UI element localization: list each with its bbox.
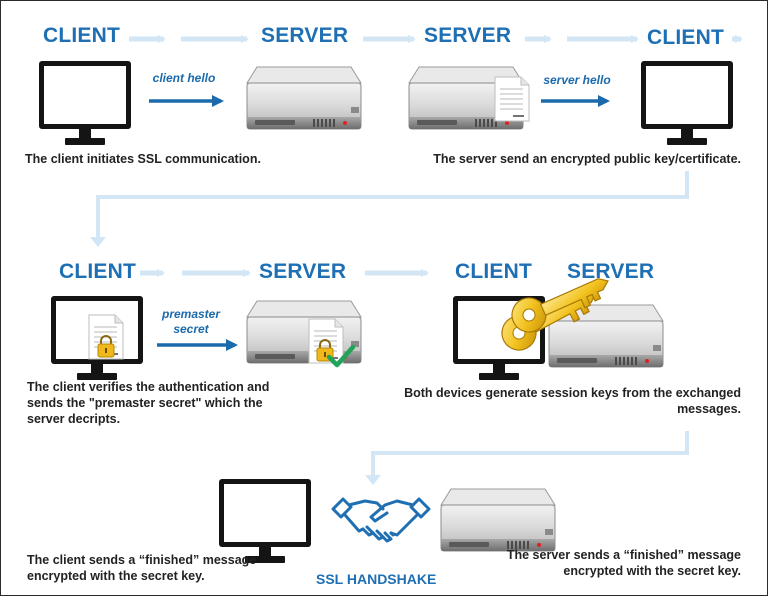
heading-server: SERVER bbox=[567, 260, 655, 283]
caption-client-finished: The client sends a “finished” message en… bbox=[27, 553, 257, 583]
heading-server: SERVER bbox=[261, 24, 349, 47]
heading-server: SERVER bbox=[259, 260, 347, 283]
certificate-icon bbox=[494, 76, 530, 122]
caption-server-finished: The server sends a “finished” message en… bbox=[506, 548, 741, 578]
caption-client-initiates: The client initiates SSL communication. bbox=[25, 152, 261, 166]
monitor-icon bbox=[219, 479, 311, 563]
caption-server-sends-key: The server send an encrypted public key/… bbox=[433, 152, 741, 166]
server-icon bbox=[440, 488, 556, 552]
handshake-icon bbox=[331, 497, 431, 543]
heading-client: CLIENT bbox=[43, 24, 121, 47]
heading-client: CLIENT bbox=[59, 260, 137, 283]
server-icon bbox=[246, 66, 362, 130]
heading-server: SERVER bbox=[424, 24, 512, 47]
monitor-icon bbox=[641, 61, 733, 145]
ssl-handshake-title: SSL HANDSHAKE bbox=[316, 571, 437, 587]
server-icon bbox=[246, 300, 362, 364]
heading-client: CLIENT bbox=[647, 26, 725, 49]
caption-client-verifies: The client verifies the authentication a… bbox=[27, 380, 270, 426]
row-connectors bbox=[96, 171, 689, 475]
arrow-label-server-hello: server hello bbox=[543, 73, 611, 87]
arrow-label-premaster-secret: premaster secret bbox=[161, 307, 221, 336]
arrow-label-client-hello: client hello bbox=[152, 71, 216, 85]
heading-client: CLIENT bbox=[455, 260, 533, 283]
checkmark-icon bbox=[326, 344, 356, 368]
message-arrows bbox=[149, 95, 610, 351]
caption-session-keys: Both devices generate session keys from … bbox=[404, 386, 741, 416]
monitor-icon bbox=[39, 61, 131, 145]
heading-flow-arrows bbox=[129, 35, 743, 277]
